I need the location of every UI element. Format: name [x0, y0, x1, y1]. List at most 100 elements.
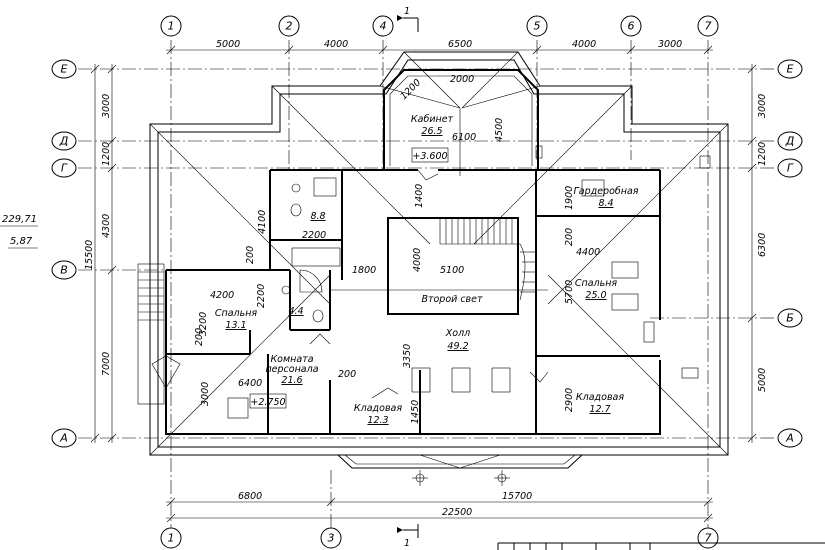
dimension-text: 3000	[658, 39, 682, 50]
room-area-study: 26.5	[421, 126, 442, 137]
dimension-text: 1200	[101, 142, 112, 166]
dimension-text: 4300	[101, 214, 112, 238]
dimension-text: 6300	[757, 233, 768, 257]
axis-label-top: 6	[628, 20, 635, 33]
dimension-text: 5000	[757, 368, 768, 392]
axis-label-row: Д	[59, 135, 69, 148]
dimension-text: 2000	[450, 74, 474, 85]
axis-label-top: 1	[168, 20, 175, 33]
axis-label-top: 4	[380, 20, 387, 33]
axis-label-row: В	[60, 264, 68, 277]
room-labels: Кабинет 26.5 +3.600 Гардеробная 8.4 8.8 …	[215, 114, 639, 426]
room-name-second-light: Второй свет	[421, 294, 483, 305]
dimension-text: 200	[564, 228, 575, 246]
dimension-text: 3000	[200, 382, 211, 406]
room-area-bedroom-left: 13.1	[225, 320, 246, 331]
axis-bubbles-left: Е Д Г В А	[51, 59, 77, 448]
dimension-text: 4100	[257, 210, 268, 234]
dimension-text: 4200	[210, 290, 234, 301]
dimension-text: 2200	[302, 230, 326, 241]
dimension-text: 200	[194, 328, 205, 346]
dimension-chain-left: 3000 1200 4300 15500 7000	[84, 64, 117, 443]
section-mark-top: 1	[397, 6, 419, 32]
axis-label-row: Б	[786, 312, 794, 325]
room-name-wardrobe: Гардеробная	[573, 186, 638, 197]
dimension-text: 3000	[101, 94, 112, 118]
side-value-2: 5,87	[10, 236, 33, 247]
walls	[137, 69, 711, 435]
roof-outline	[149, 51, 729, 486]
dimension-text: 22500	[442, 507, 472, 518]
room-area-staff: 21.6	[281, 375, 302, 386]
level-mark-study: +3.600	[412, 151, 447, 162]
room-name-staff-1: Комната	[270, 354, 313, 365]
section-label: 1	[404, 538, 410, 549]
axis-label-top: 7	[705, 20, 712, 33]
room-name-staff-2: персонала	[265, 364, 318, 375]
axis-label-bottom: 3	[328, 532, 335, 545]
room-area-wc: 4.4	[288, 306, 303, 317]
room-area-wardrobe: 8.4	[598, 198, 613, 209]
title-block	[497, 542, 825, 550]
dimension-text: 3350	[402, 344, 413, 368]
dimension-chain-top: 5000 4000 6500 4000 3000	[166, 39, 713, 55]
dimension-text: 3000	[757, 94, 768, 118]
room-name-bedroom-right: Спальня	[575, 278, 618, 289]
side-annotation: 229,71 5,87	[0, 214, 38, 249]
axis-label-bottom: 1	[168, 532, 175, 545]
dimension-text: 4000	[572, 39, 596, 50]
room-area-storage-center: 12.3	[367, 415, 388, 426]
axis-bubbles-right: Е Д Г Б А	[777, 59, 803, 448]
axis-label-row: А	[59, 432, 68, 445]
axis-bubbles-top: 1 2 4 5 6 7	[160, 15, 719, 37]
dimension-text: 3200	[198, 312, 209, 336]
dimension-text: 4400	[576, 247, 600, 258]
dimension-text: 1450	[410, 400, 421, 424]
axis-label-top: 2	[286, 20, 293, 33]
dimension-text: 1200	[398, 77, 423, 102]
axis-label-row: Г	[61, 162, 68, 175]
dimension-text: 6400	[238, 378, 262, 389]
dimension-text: 1900	[564, 186, 575, 210]
dimension-text: 1200	[757, 142, 768, 166]
dimension-text: 15700	[502, 491, 532, 502]
dimension-text: 1800	[352, 265, 376, 276]
dimension-text: 2200	[256, 284, 267, 308]
room-name-storage-center: Кладовая	[354, 403, 402, 414]
dimension-text: 5100	[440, 265, 464, 276]
dimension-text: 7000	[101, 352, 112, 376]
axis-label-bottom: 7	[705, 532, 712, 545]
dimension-text: 2900	[564, 388, 575, 412]
dimension-text: 4000	[324, 39, 348, 50]
section-mark-bottom: 1	[397, 524, 419, 549]
axis-label-row: А	[785, 432, 794, 445]
section-label: 1	[404, 6, 410, 17]
dimension-text: 200	[338, 369, 356, 380]
axis-label-row: Е	[61, 63, 68, 76]
dimension-chain-bottom: 6800 15700 22500	[166, 491, 713, 523]
dimension-text: 6100	[452, 132, 476, 143]
axis-label-row: Г	[787, 162, 794, 175]
room-area-bedroom-right: 25.0	[585, 290, 606, 301]
room-area-storage-right: 12.7	[589, 404, 610, 415]
axis-bubbles-bottom: 1 3 7	[160, 527, 719, 549]
axis-label-row: Е	[787, 63, 794, 76]
inner-dimensions: 2000 1200 6100 4500 1400 4100 2200 200 1…	[194, 74, 600, 424]
dimension-text: 6500	[448, 39, 472, 50]
room-name-storage-right: Кладовая	[576, 392, 624, 403]
room-name-hall: Холл	[445, 328, 470, 339]
axis-label-top: 5	[534, 20, 541, 33]
room-area-bath: 8.8	[310, 211, 325, 222]
dimension-text: 1400	[414, 184, 425, 208]
dimension-text: 5000	[216, 39, 240, 50]
dimension-text: 200	[245, 246, 256, 264]
level-mark-staff: +2.750	[250, 397, 285, 408]
room-name-bedroom-left: Спальня	[215, 308, 258, 319]
dimension-text: 15500	[84, 240, 95, 270]
room-name-study: Кабинет	[411, 114, 454, 125]
room-area-hall: 49.2	[447, 341, 468, 352]
dimension-text: 5700	[564, 280, 575, 304]
dimension-text: 4500	[494, 118, 505, 142]
side-value-1: 229,71	[2, 214, 37, 225]
